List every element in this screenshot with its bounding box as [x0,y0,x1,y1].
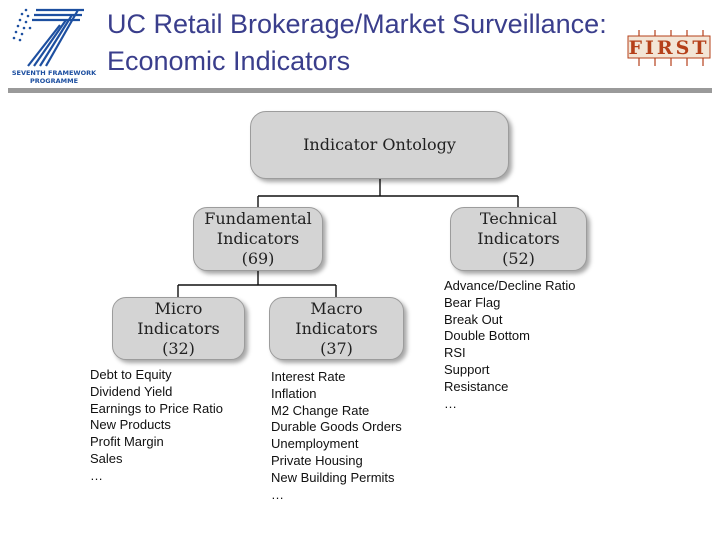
micro-indicators-list: Debt to Equity Dividend Yield Earnings t… [90,367,223,485]
node-fundamental-indicators-label: Fundamental Indicators (69) [204,209,312,268]
first-logo: FIRST [627,30,711,66]
list-item: … [90,467,103,483]
fp7-logo: SEVENTH FRAMEWORK PROGRAMME [6,6,102,85]
list-item: New Building Permits [271,469,395,485]
list-item: M2 Change Rate [271,402,370,418]
list-item: Bear Flag [444,294,501,310]
fp7-logo-text-line1: SEVENTH FRAMEWORK [11,69,97,77]
list-item: Profit Margin [90,434,164,450]
technical-indicators-list: Advance/Decline Ratio Bear Flag Break Ou… [444,278,576,412]
node-technical-indicators-label: Technical Indicators (52) [477,209,560,268]
node-indicator-ontology-label: Indicator Ontology [303,135,456,154]
list-item: Durable Goods Orders [271,419,402,435]
list-item: Advance/Decline Ratio [444,278,576,293]
macro-indicators-list: Interest Rate Inflation M2 Change Rate D… [271,369,402,503]
fp7-logo-text-line2: PROGRAMME [29,77,79,85]
node-micro-indicators: Micro Indicators (32) [112,297,245,360]
page-title-line1: UC Retail Brokerage/Market Surveillance: [107,9,607,39]
list-item: … [271,486,284,502]
list-item: Break Out [444,311,503,327]
node-technical-indicators: Technical Indicators (52) [450,207,587,271]
list-item: Private Housing [271,452,363,468]
list-item: RSI [444,345,466,361]
list-item: New Products [90,417,171,433]
list-item: Sales [90,450,123,466]
header-divider [8,88,712,93]
node-indicator-ontology: Indicator Ontology [250,111,509,179]
first-logo-text: FIRST [628,37,709,59]
list-item: Support [444,361,490,377]
page-title-line2: Economic Indicators [107,46,351,76]
list-item: Double Bottom [444,328,530,344]
page-title: UC Retail Brokerage/Market Surveillance:… [107,6,627,80]
list-item: Interest Rate [271,369,346,384]
node-fundamental-indicators: Fundamental Indicators (69) [193,207,323,271]
fp7-seven-icon [12,8,84,67]
node-macro-indicators-label: Macro Indicators (37) [295,298,378,358]
list-item: Dividend Yield [90,383,173,399]
list-item: Resistance [444,378,509,394]
list-item: Debt to Equity [90,367,172,382]
list-item: Inflation [271,385,317,401]
list-item: Earnings to Price Ratio [90,400,223,416]
list-item: … [444,395,457,411]
node-macro-indicators: Macro Indicators (37) [269,297,404,360]
node-micro-indicators-label: Micro Indicators (32) [137,298,220,358]
list-item: Unemployment [271,436,359,452]
